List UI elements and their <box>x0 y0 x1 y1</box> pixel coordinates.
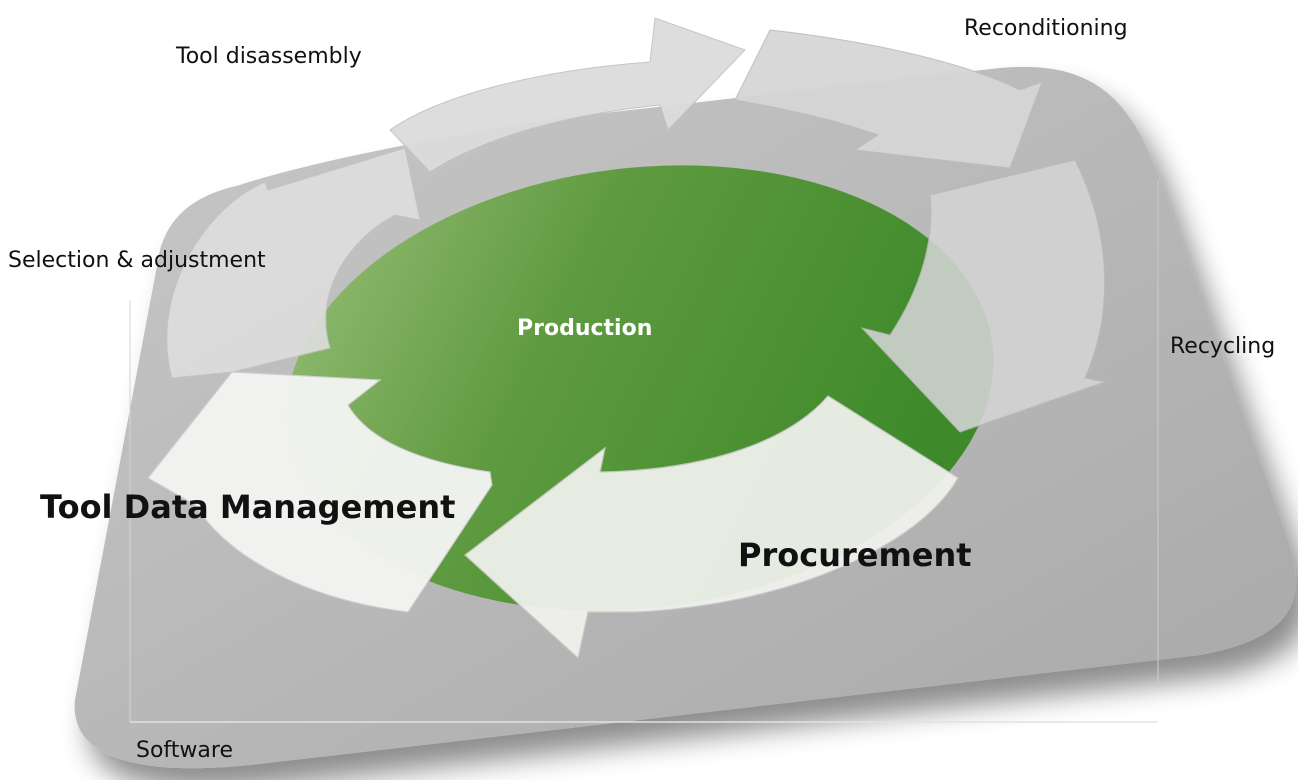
label-production: Production <box>517 316 653 341</box>
label-selection-adjustment: Selection & adjustment <box>8 248 266 273</box>
arrow-tool-data-management <box>147 371 493 613</box>
label-software: Software <box>136 738 233 763</box>
label-procurement: Procurement <box>738 536 972 574</box>
arrow-reconditioning <box>734 29 1043 169</box>
arrow-tool-disassembly <box>389 17 746 173</box>
arrow-procurement <box>464 395 959 660</box>
arrow-recycling <box>860 159 1107 433</box>
label-reconditioning: Reconditioning <box>964 16 1128 41</box>
label-recycling: Recycling <box>1170 334 1276 359</box>
label-tool-data-management: Tool Data Management <box>40 488 456 526</box>
label-tool-disassembly: Tool disassembly <box>176 44 362 69</box>
arrow-selection-adjustment <box>166 147 421 379</box>
